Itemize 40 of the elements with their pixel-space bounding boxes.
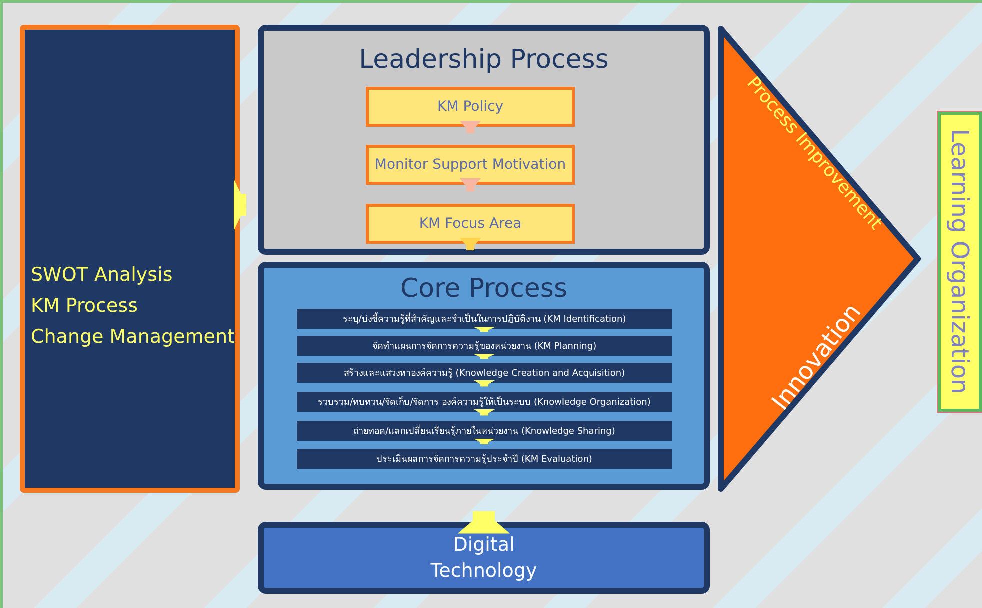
node-text: Learning Organization (946, 129, 974, 395)
node-text: Monitor Support Motivation (374, 157, 566, 173)
arrow (460, 238, 482, 250)
process-box (366, 87, 575, 127)
arrow (474, 354, 496, 360)
arrow (474, 409, 496, 416)
node-text: ถ่ายทอด/แลกเปลี่ยนเรียนรู้ภายในหน่วยงาน (Knowledge Sharing) (354, 424, 616, 438)
arrow (460, 178, 482, 192)
node-text: จัดทำแผนการจัดการความรู้ของหน่วยงาน (KM Planning) (372, 340, 597, 353)
arrow (474, 438, 496, 444)
node-text: สร้างและแสวงหาองค์ความรู้ (Knowledge Creation and Acquisition) (344, 367, 626, 380)
arrow (234, 178, 246, 232)
node-text: Change Management (31, 325, 235, 350)
panel-title: Leadership Process (358, 45, 610, 75)
node-text: KM Process (31, 294, 138, 319)
input-panel (20, 25, 240, 493)
process-box (366, 204, 575, 244)
foundation-panel (258, 522, 710, 594)
node-text: Digital Technology (430, 533, 538, 584)
process-box (366, 145, 575, 185)
process-panel (258, 25, 710, 255)
process-step-bar (297, 449, 672, 469)
panel-title: Core Process (399, 274, 569, 304)
arrow (460, 120, 482, 134)
arrow (474, 327, 496, 332)
process-step-bar (297, 309, 672, 329)
process-step-bar (297, 392, 672, 412)
process-step-bar (297, 363, 672, 383)
process-step-bar (297, 336, 672, 356)
outcome-box (938, 112, 982, 412)
node-text: ระบุ/บ่งชี้ความรู้ที่สำคัญและจำเป็นในการปฏิบัติงาน (KM Identification) (342, 312, 626, 326)
node-text: ประเมินผลการจัดการความรู้ประจำปี (KM Evaluation) (376, 454, 592, 466)
process-step-bar (297, 421, 672, 441)
arrow (474, 380, 496, 387)
node-text: SWOT Analysis (31, 263, 173, 288)
node-text: KM Policy (438, 99, 504, 115)
arrow (458, 511, 510, 534)
node-text: รวบรวม/ทบทวน/จัดเก็บ/จัดการ องค์ความรู้ให้เป็นระบบ (Knowledge Organization) (318, 396, 651, 409)
process-panel (258, 262, 710, 490)
node-text: KM Focus Area (419, 216, 522, 232)
